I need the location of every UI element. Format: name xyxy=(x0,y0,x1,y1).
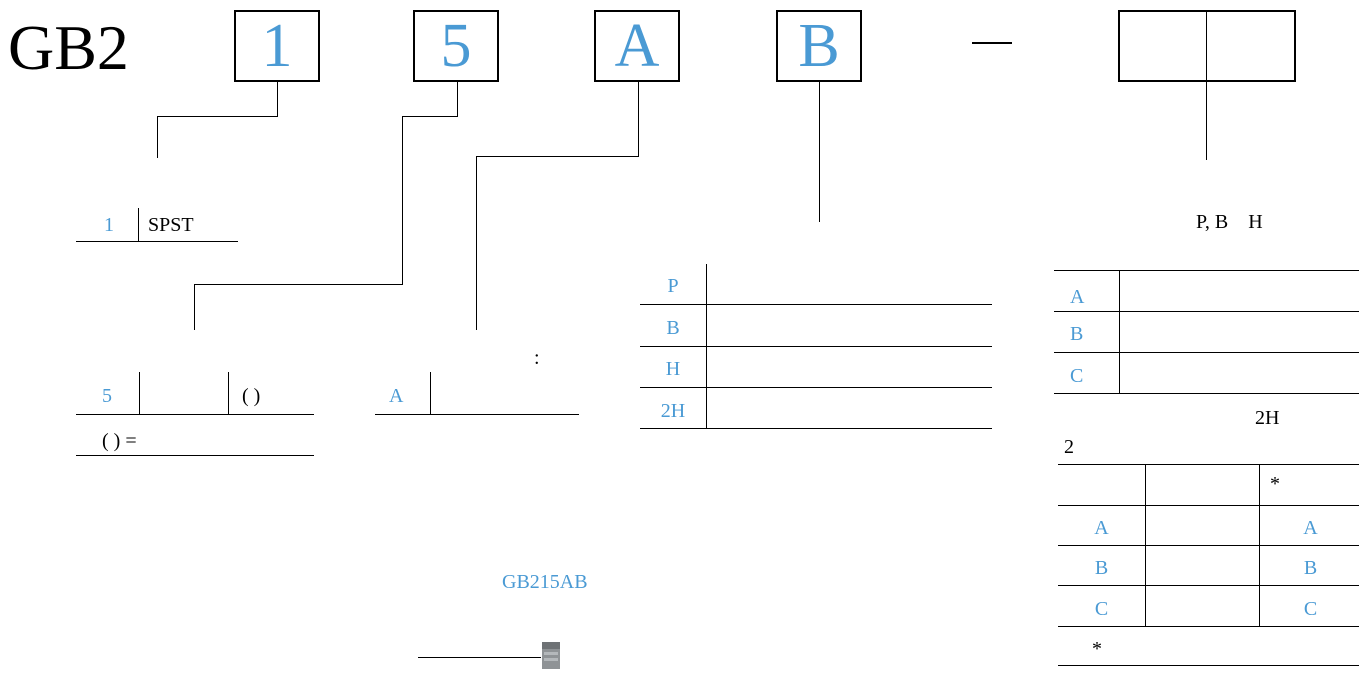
actuator-divider xyxy=(430,372,431,414)
code-box-terminal: 5 xyxy=(413,10,499,82)
bushing-rule xyxy=(640,346,992,347)
pole-rule xyxy=(76,241,238,242)
code-actuator: A xyxy=(614,12,660,80)
option-table-rule xyxy=(1058,505,1359,506)
option-rule xyxy=(1054,352,1359,353)
connector xyxy=(277,82,278,116)
option-rule xyxy=(1054,311,1359,312)
option-table-row-c: C xyxy=(1094,598,1109,620)
option-table-rule xyxy=(1058,665,1359,666)
connector xyxy=(819,82,820,222)
option-table-rule xyxy=(1058,545,1359,546)
code-terminal: 5 xyxy=(440,12,472,80)
connector xyxy=(476,156,639,157)
option-table-star: * xyxy=(1270,473,1280,495)
code-box-pole: 1 xyxy=(234,10,320,82)
connector xyxy=(476,156,477,330)
option-box-divider xyxy=(1206,10,1207,82)
terminal-rule xyxy=(76,414,314,415)
example-label: GB215AB xyxy=(502,571,588,593)
option-row-c: C xyxy=(1070,365,1084,387)
switch-image xyxy=(540,640,562,669)
terminal-paren: ( ) xyxy=(242,385,261,407)
terminal-formula: ( ) = xyxy=(102,430,137,452)
option-note-2h: 2H xyxy=(1255,407,1280,429)
code-pole: 1 xyxy=(261,12,293,80)
pole-value: SPST xyxy=(148,214,194,236)
bushing-rule xyxy=(640,387,992,388)
connector xyxy=(157,116,158,158)
code-box-bushing: B xyxy=(776,10,862,82)
bushing-row-p: P xyxy=(667,275,679,297)
model-prefix: GB2 xyxy=(8,12,129,83)
terminal-divider xyxy=(139,372,140,414)
connector xyxy=(457,82,458,116)
option-table-row-a: A xyxy=(1094,517,1109,539)
option-table-row-b-right: B xyxy=(1303,557,1318,579)
bushing-row-h: H xyxy=(665,358,681,380)
connector xyxy=(1206,82,1207,160)
option-table-rule xyxy=(1058,585,1359,586)
option-table-footnote-star: * xyxy=(1092,638,1102,660)
option-table-row-c-right: C xyxy=(1303,598,1318,620)
connector xyxy=(194,284,403,285)
bushing-row-2h: 2H xyxy=(660,400,686,422)
option-table-row-a-right: A xyxy=(1303,517,1318,539)
option-rule xyxy=(1054,270,1359,271)
option-table-rule xyxy=(1058,464,1359,465)
example-leader-line xyxy=(418,657,541,658)
connector xyxy=(402,116,403,284)
bushing-row-b: B xyxy=(666,317,680,339)
code-box-actuator: A xyxy=(594,10,680,82)
option-row-a: A xyxy=(1070,286,1085,308)
option-note: P, B H xyxy=(1196,211,1263,233)
option-box xyxy=(1118,10,1296,82)
terminal-divider xyxy=(228,372,229,414)
option-rule xyxy=(1054,393,1359,394)
option-number: 2 xyxy=(1064,436,1074,458)
option-table-rule xyxy=(1058,626,1359,627)
connector xyxy=(638,82,639,156)
option-table-row-b: B xyxy=(1094,557,1109,579)
pole-divider xyxy=(138,208,139,242)
terminal-code: 5 xyxy=(102,385,112,407)
header-dash xyxy=(972,42,1012,44)
connector xyxy=(402,116,458,117)
actuator-rule xyxy=(375,414,579,415)
terminal-rule xyxy=(76,455,314,456)
bushing-rule xyxy=(640,304,992,305)
option-row-b: B xyxy=(1070,323,1084,345)
code-bushing: B xyxy=(798,12,840,80)
actuator-colon: : xyxy=(534,347,540,369)
pole-code: 1 xyxy=(104,214,114,236)
actuator-code: A xyxy=(389,385,404,407)
connector xyxy=(194,284,195,330)
connector xyxy=(157,116,278,117)
bushing-rule xyxy=(640,428,992,429)
option-divider xyxy=(1119,270,1120,394)
